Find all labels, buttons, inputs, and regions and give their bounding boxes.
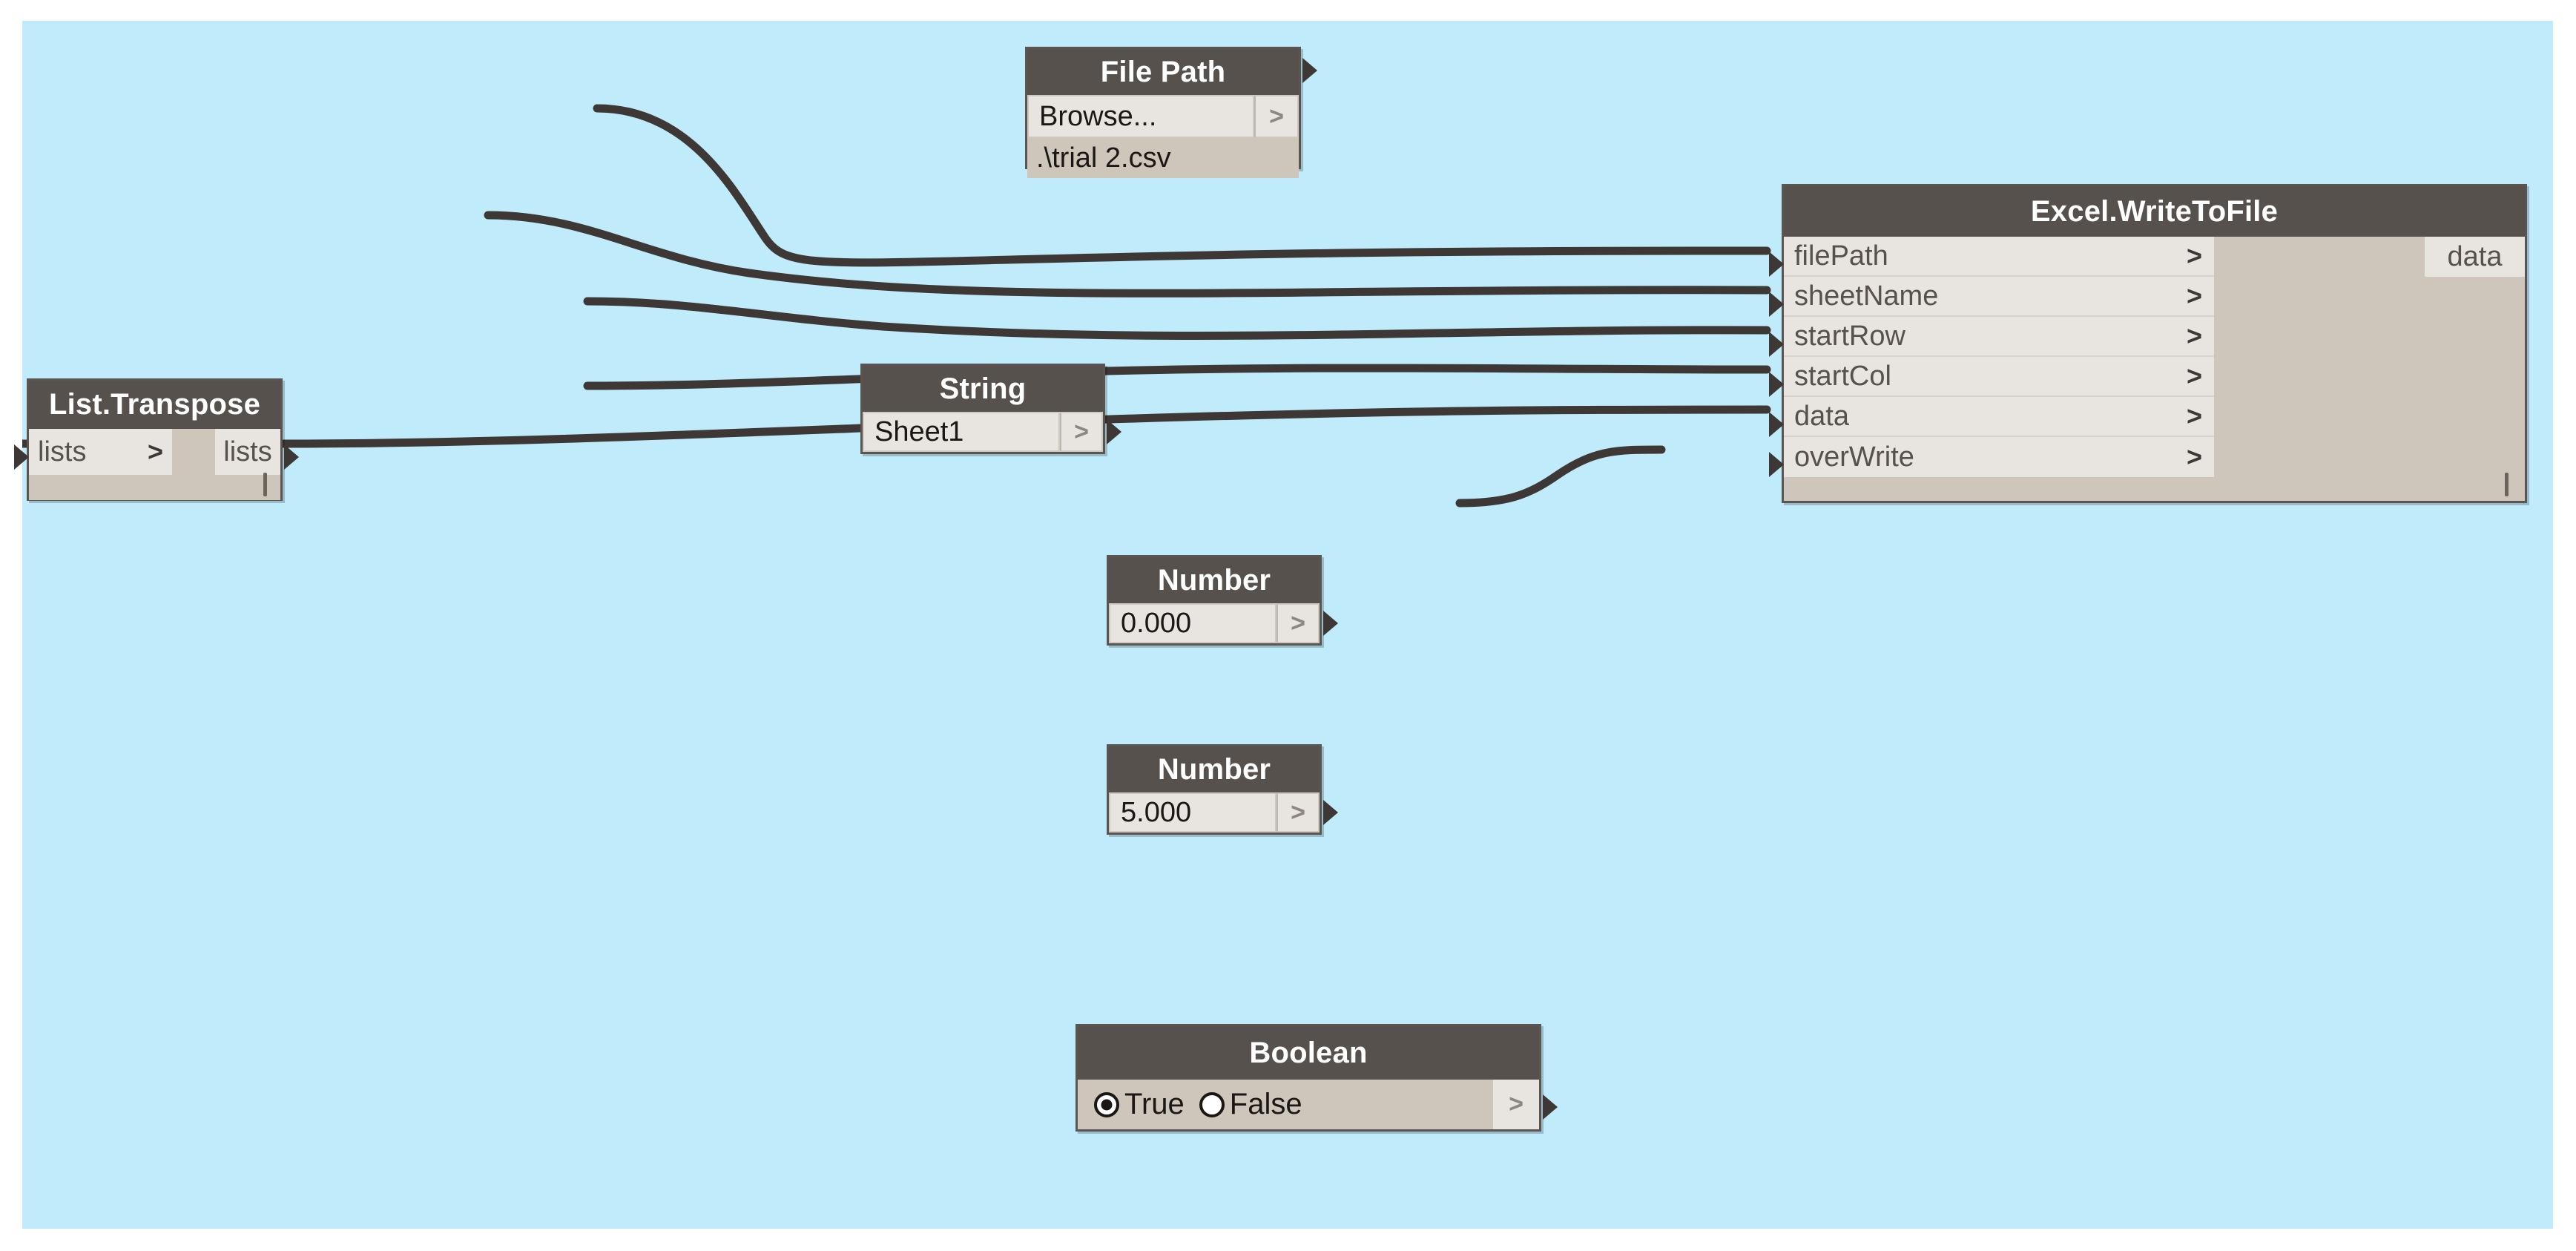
number-start-col-title: Number bbox=[1109, 746, 1320, 792]
number-start-col-output-port[interactable]: > bbox=[1277, 792, 1320, 833]
excel-connector-overWrite bbox=[1769, 452, 1784, 477]
chevron-right-icon: > bbox=[2186, 280, 2202, 311]
node-boolean[interactable]: Boolean True False > bbox=[1075, 1024, 1558, 1132]
number-start-row-value: 0.000 bbox=[1121, 607, 1192, 639]
chevron-right-icon: > bbox=[2186, 441, 2202, 472]
chevron-right-icon: > bbox=[2186, 240, 2202, 271]
excel-input-overWrite-label: overWrite bbox=[1794, 441, 1914, 473]
string-title: String bbox=[863, 366, 1103, 412]
chevron-right-icon: > bbox=[1291, 608, 1305, 637]
browse-button[interactable]: Browse... bbox=[1027, 95, 1254, 138]
excel-input-startRow[interactable]: startRow > bbox=[1784, 317, 2214, 357]
wire-number-col-to-startCol bbox=[583, 364, 1771, 390]
excel-input-startRow-label: startRow bbox=[1794, 320, 1905, 352]
excel-input-startCol-label: startCol bbox=[1794, 360, 1891, 392]
boolean-title: Boolean bbox=[1078, 1026, 1539, 1080]
string-value-input[interactable]: Sheet1 bbox=[863, 412, 1060, 452]
string-output-port[interactable]: > bbox=[1060, 412, 1103, 452]
list-transpose-spacer bbox=[172, 429, 215, 475]
string-out-connector bbox=[1107, 419, 1121, 444]
boolean-out-connector bbox=[1543, 1094, 1558, 1120]
radio-false-icon[interactable] bbox=[1199, 1091, 1225, 1117]
list-transpose-input-lists[interactable]: lists > bbox=[29, 429, 172, 475]
chevron-right-icon: > bbox=[2186, 401, 2202, 431]
excel-connector-data bbox=[1769, 412, 1784, 437]
list-transpose-out-connector bbox=[284, 444, 299, 470]
list-transpose-input-label: lists bbox=[38, 436, 87, 467]
file-path-value: .\trial 2.csv bbox=[1027, 138, 1299, 178]
excel-write-title: Excel.WriteToFile bbox=[1784, 186, 2525, 237]
number-start-row-out-connector bbox=[1323, 611, 1338, 636]
excel-input-data[interactable]: data > bbox=[1784, 397, 2214, 437]
browse-button-label: Browse... bbox=[1039, 100, 1157, 132]
string-value-text: Sheet1 bbox=[874, 416, 964, 447]
list-transpose-title: List.Transpose bbox=[29, 381, 280, 429]
chevron-right-icon: > bbox=[1509, 1090, 1523, 1118]
excel-connector-startCol bbox=[1769, 372, 1784, 397]
excel-write-middle-spacer bbox=[2214, 237, 2425, 501]
file-path-title: File Path bbox=[1027, 49, 1299, 95]
chevron-right-icon: > bbox=[1269, 102, 1284, 131]
chevron-right-icon: > bbox=[1074, 417, 1089, 446]
number-start-row-output-port[interactable]: > bbox=[1277, 603, 1320, 643]
number-start-row-input[interactable]: 0.000 bbox=[1109, 603, 1277, 643]
excel-input-filePath[interactable]: filePath > bbox=[1784, 237, 2214, 277]
chevron-right-icon: > bbox=[2186, 361, 2202, 391]
file-path-value-text: .\trial 2.csv bbox=[1036, 142, 1171, 174]
wire-boolean-to-overWrite bbox=[1455, 445, 1666, 508]
number-start-col-value: 5.000 bbox=[1121, 796, 1192, 828]
list-transpose-in-connector bbox=[14, 444, 29, 470]
node-number-start-row[interactable]: Number 0.000 > bbox=[1107, 555, 1338, 646]
boolean-radio-false[interactable]: False bbox=[1199, 1088, 1302, 1121]
excel-input-sheetName-label: sheetName bbox=[1794, 280, 1939, 312]
node-file-path[interactable]: File Path Browse... > .\trial 2.csv bbox=[1025, 47, 1317, 178]
file-path-out-connector bbox=[1302, 58, 1317, 83]
number-start-col-out-connector bbox=[1323, 800, 1338, 825]
node-list-transpose[interactable]: List.Transpose lists > lists bbox=[14, 378, 299, 501]
list-transpose-output-label: lists bbox=[223, 436, 272, 467]
radio-true-icon[interactable] bbox=[1094, 1091, 1119, 1117]
excel-connector-filePath bbox=[1769, 252, 1784, 277]
excel-input-filePath-label: filePath bbox=[1794, 240, 1888, 272]
excel-write-input-column: filePath > sheetName > startRow > startC… bbox=[1784, 237, 2214, 501]
chevron-right-icon: > bbox=[147, 436, 163, 467]
boolean-output-port[interactable]: > bbox=[1493, 1080, 1539, 1129]
excel-write-resize-handle[interactable] bbox=[2505, 473, 2509, 496]
number-start-col-input[interactable]: 5.000 bbox=[1109, 792, 1277, 833]
boolean-true-label: True bbox=[1124, 1088, 1185, 1120]
excel-output-data-label: data bbox=[2447, 240, 2503, 272]
excel-connector-startRow bbox=[1769, 332, 1784, 357]
excel-input-overWrite[interactable]: overWrite > bbox=[1784, 437, 2214, 477]
file-path-output-port[interactable]: > bbox=[1254, 95, 1299, 138]
chevron-right-icon: > bbox=[2186, 321, 2202, 351]
excel-input-data-label: data bbox=[1794, 400, 1849, 432]
list-transpose-resize-handle[interactable] bbox=[263, 473, 267, 496]
boolean-radio-true[interactable]: True bbox=[1094, 1088, 1185, 1121]
dynamo-canvas[interactable]: File Path Browse... > .\trial 2.csv bbox=[14, 21, 2553, 1229]
number-start-row-title: Number bbox=[1109, 557, 1320, 603]
node-string[interactable]: String Sheet1 > bbox=[860, 364, 1121, 454]
wire-string-to-sheetName bbox=[484, 211, 1771, 298]
list-transpose-output-lists[interactable]: lists bbox=[215, 429, 280, 475]
excel-write-output-column: data bbox=[2425, 237, 2525, 501]
wire-number-row-to-startRow bbox=[583, 297, 1771, 340]
excel-output-data[interactable]: data bbox=[2425, 237, 2525, 277]
excel-input-sheetName[interactable]: sheetName > bbox=[1784, 277, 2214, 317]
excel-connector-sheetName bbox=[1769, 292, 1784, 317]
node-excel-write-to-file[interactable]: Excel.WriteToFile filePath > sheetName >… bbox=[1769, 184, 2527, 503]
node-number-start-col[interactable]: Number 5.000 > bbox=[1107, 744, 1338, 835]
excel-input-startCol[interactable]: startCol > bbox=[1784, 357, 2214, 397]
boolean-false-label: False bbox=[1229, 1088, 1302, 1120]
chevron-right-icon: > bbox=[1291, 798, 1305, 827]
